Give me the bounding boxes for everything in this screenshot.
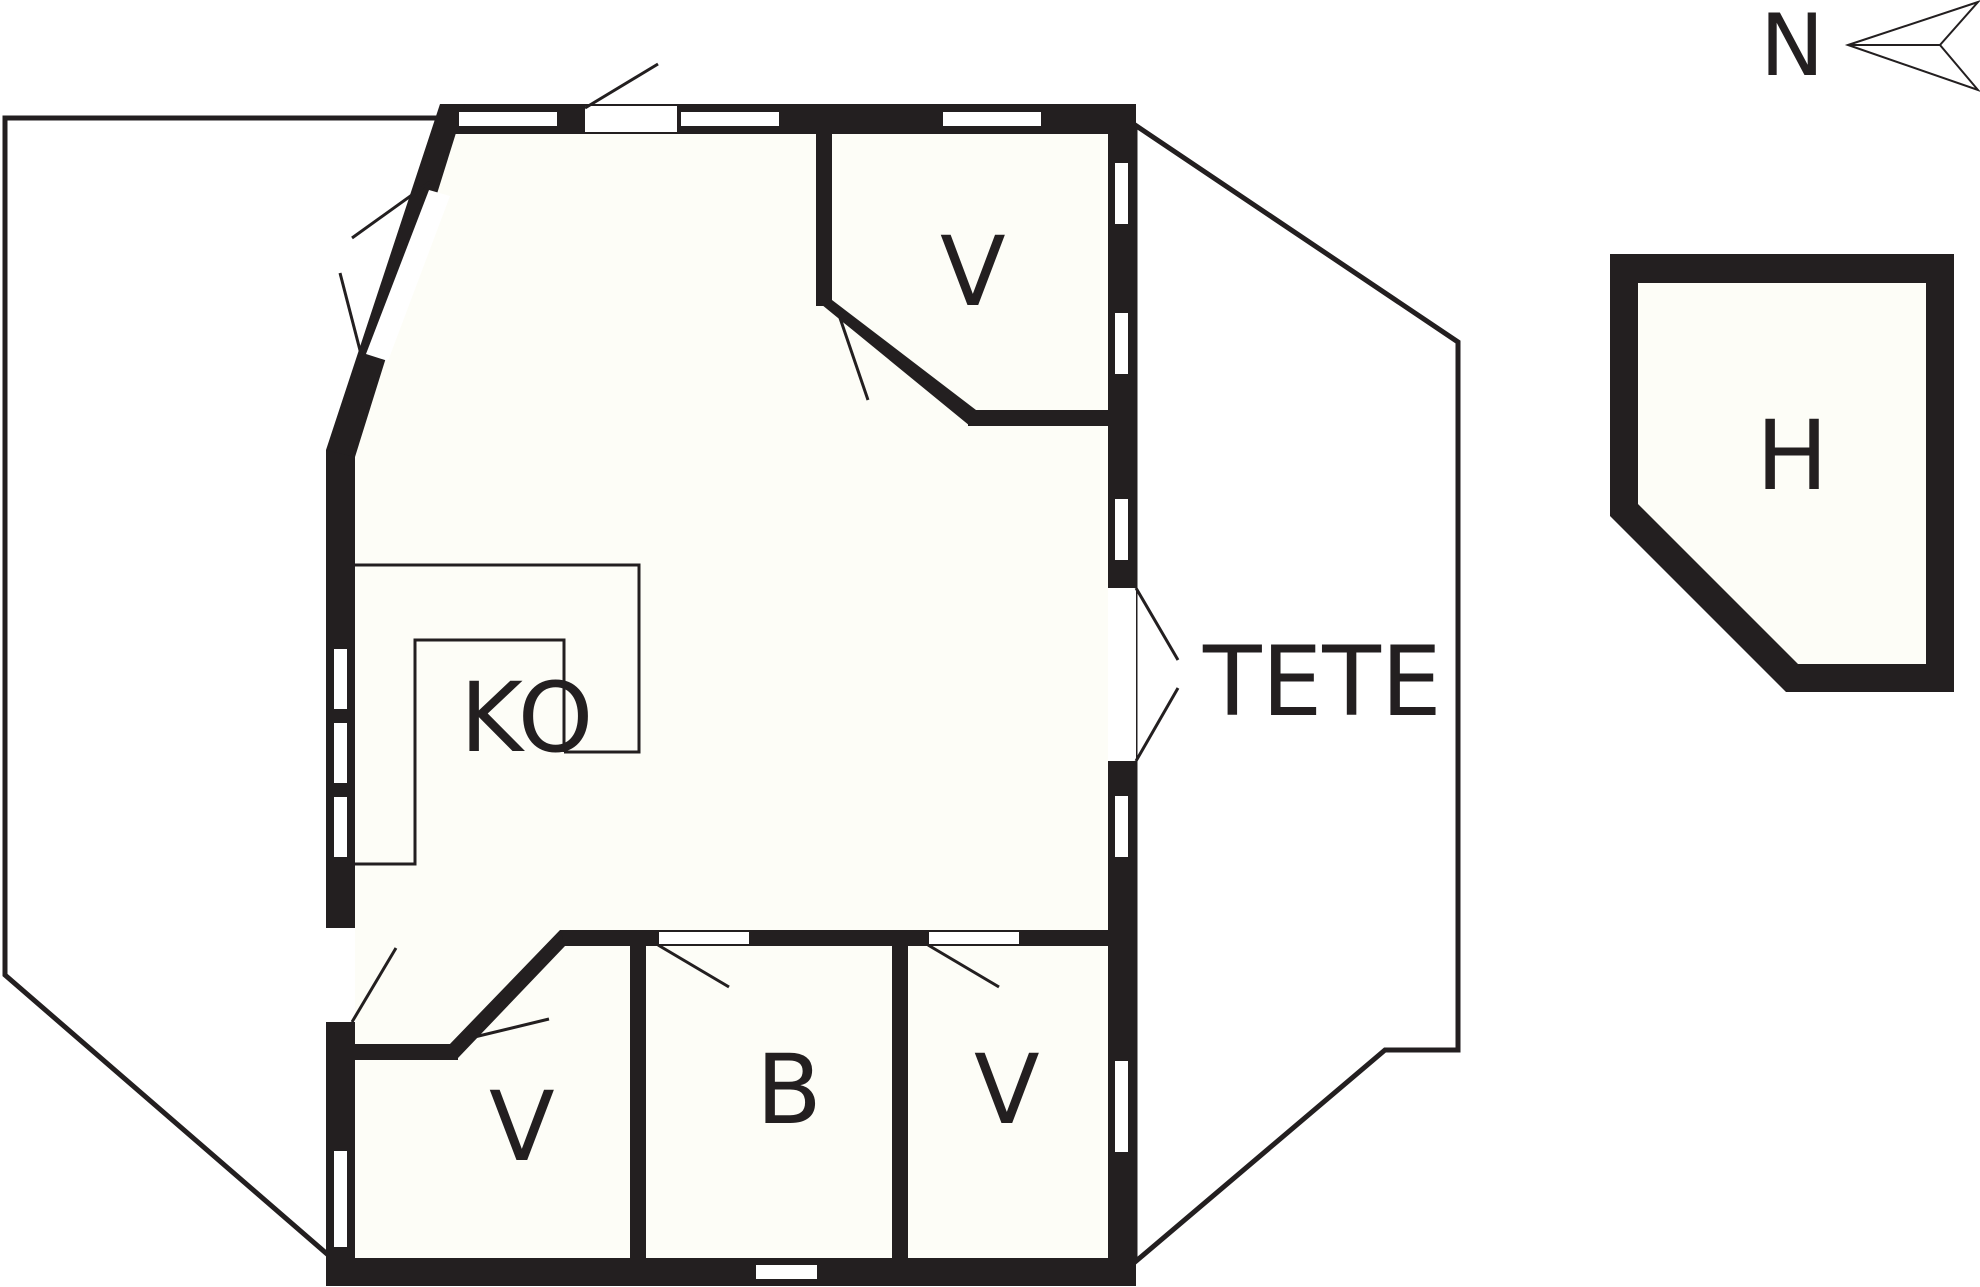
window [679,110,781,128]
window [1113,497,1130,562]
window [457,110,559,128]
window [332,795,349,859]
room-label-closet-bottom-left: V [489,1071,555,1183]
door-swing [1134,687,1180,762]
door-swing [657,943,730,989]
kitchen-counter-inner [355,638,566,866]
wall-closet-top-bottom [968,410,1110,426]
door-swing [461,1017,550,1042]
compass-label: N [1760,0,1824,96]
room-label-closet-top: V [940,216,1006,328]
window [1113,794,1130,859]
wall-closet-top-left [816,130,832,306]
separate-building-wall [1610,254,1954,692]
window [1113,1059,1130,1154]
door-opening-diagonal [366,190,450,361]
door-swing [927,943,1000,989]
wall-hall-diagonal [448,930,565,1058]
room-label-closet-bottom-right: V [974,1034,1040,1146]
room-label-bathroom: B [756,1034,822,1146]
window [941,110,1043,128]
door-swing [338,272,364,359]
house-floor [326,106,1136,1284]
kitchen-counter [355,563,641,754]
door-opening-left [326,928,355,1022]
north-arrow-icon [1844,0,1980,92]
door-opening-top [585,106,677,132]
wall-partition-1 [630,940,646,1260]
door-swing [350,947,398,1023]
door-opening-right [1108,588,1136,761]
window [1113,311,1130,376]
window [332,1149,349,1249]
wall-partition-2 [892,940,908,1260]
window [1113,161,1130,226]
door-swing [351,180,431,240]
room-label-kitchen: KO [460,662,593,774]
door-swing [838,317,870,401]
window [927,930,1021,946]
room-label-separate-building: H [1756,400,1828,512]
door-swing [839,316,916,378]
wall-closet-left-top [354,1044,458,1060]
door-swing [584,62,659,110]
door-swing [1134,587,1180,661]
wall-left [326,450,355,1286]
window [332,647,349,711]
window [332,721,349,785]
wall-bottom [326,1258,1136,1286]
window [657,930,751,946]
window [754,1263,819,1281]
room-label-terrace: TETE [1202,626,1442,738]
